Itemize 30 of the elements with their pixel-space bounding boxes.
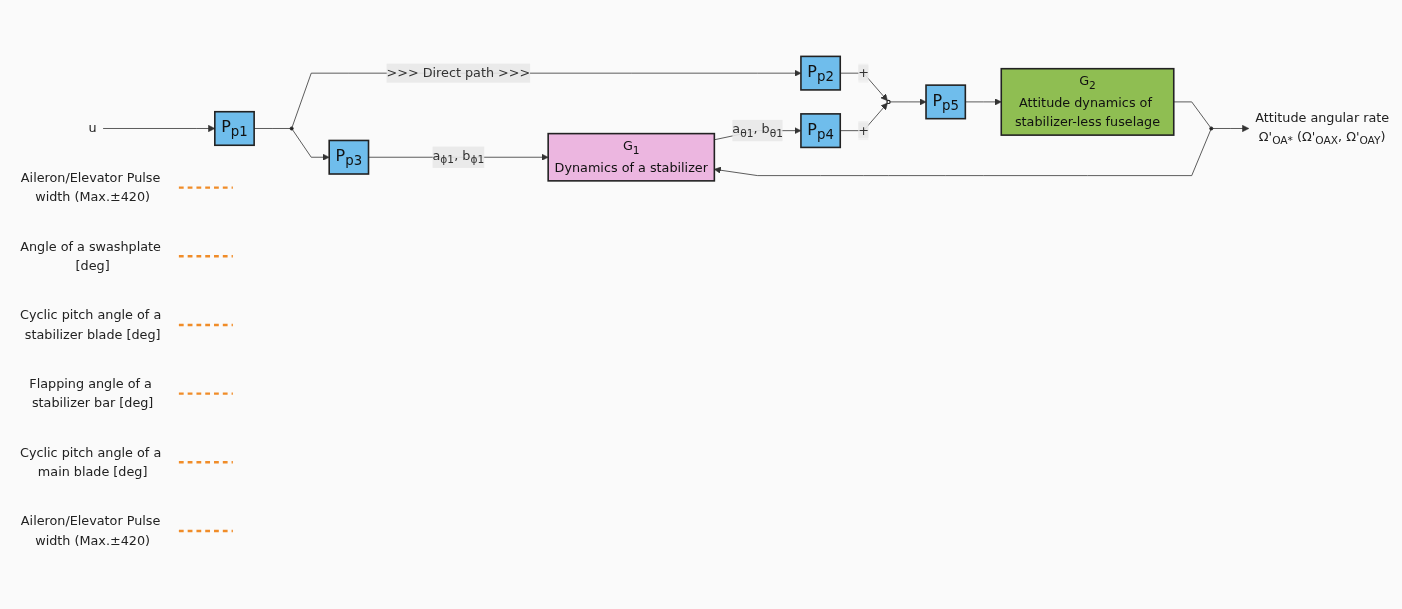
signal-line bbox=[1173, 101, 1211, 128]
junction-dot bbox=[1209, 126, 1214, 131]
signal-label: Cyclic pitch angle of a main blade [deg] bbox=[20, 444, 162, 479]
leader-line bbox=[178, 254, 233, 258]
leader-line bbox=[178, 460, 233, 464]
leader-line bbox=[178, 529, 233, 532]
signal-label: u bbox=[88, 120, 97, 136]
signal-label: Aileron/Elevator Pulse width (Max.±420) bbox=[20, 513, 161, 548]
leader-line bbox=[178, 186, 233, 189]
summing-junction bbox=[886, 99, 891, 104]
edge-label: >>> Direct path >>> bbox=[386, 64, 531, 80]
signal-label: Cyclic pitch angle of a stabilizer blade [deg] bbox=[20, 307, 162, 342]
block: P$_{p4}$ bbox=[800, 112, 842, 148]
signal-label: Angle of a swashplate [deg] bbox=[20, 238, 161, 273]
block: P$_{p2}$ bbox=[800, 55, 842, 91]
edge-label: + bbox=[858, 64, 869, 80]
block: P$_{p1}$ bbox=[214, 110, 255, 146]
signal-label: Flapping angle of a stabilizer bar [deg] bbox=[29, 375, 154, 410]
leader-line bbox=[178, 392, 233, 395]
edge-label: a$_{θ1}$, b$_{θ1}$ bbox=[732, 121, 783, 139]
edge-label: + bbox=[858, 122, 869, 138]
junction-dot bbox=[289, 126, 294, 131]
block: G$_{1}$ Dynamics of a stabilizer bbox=[547, 132, 716, 182]
block: P$_{p5}$ bbox=[925, 84, 967, 120]
signal-label: Attitude angular rate Ω'$_{OA*}$ (Ω'$_{OAX}$, Ω'$_{OAY}$) bbox=[1255, 109, 1390, 147]
block: P$_{p3}$ bbox=[328, 139, 370, 175]
signal-label: Aileron/Elevator Pulse width (Max.±420) bbox=[20, 169, 161, 204]
leader-line bbox=[178, 323, 233, 326]
block: G$_{2}$ Attitude dynamics of stabilizer-less fuselage bbox=[1000, 67, 1175, 136]
edge-label: a$_{ϕ1}$, b$_{ϕ1}$ bbox=[432, 147, 485, 166]
